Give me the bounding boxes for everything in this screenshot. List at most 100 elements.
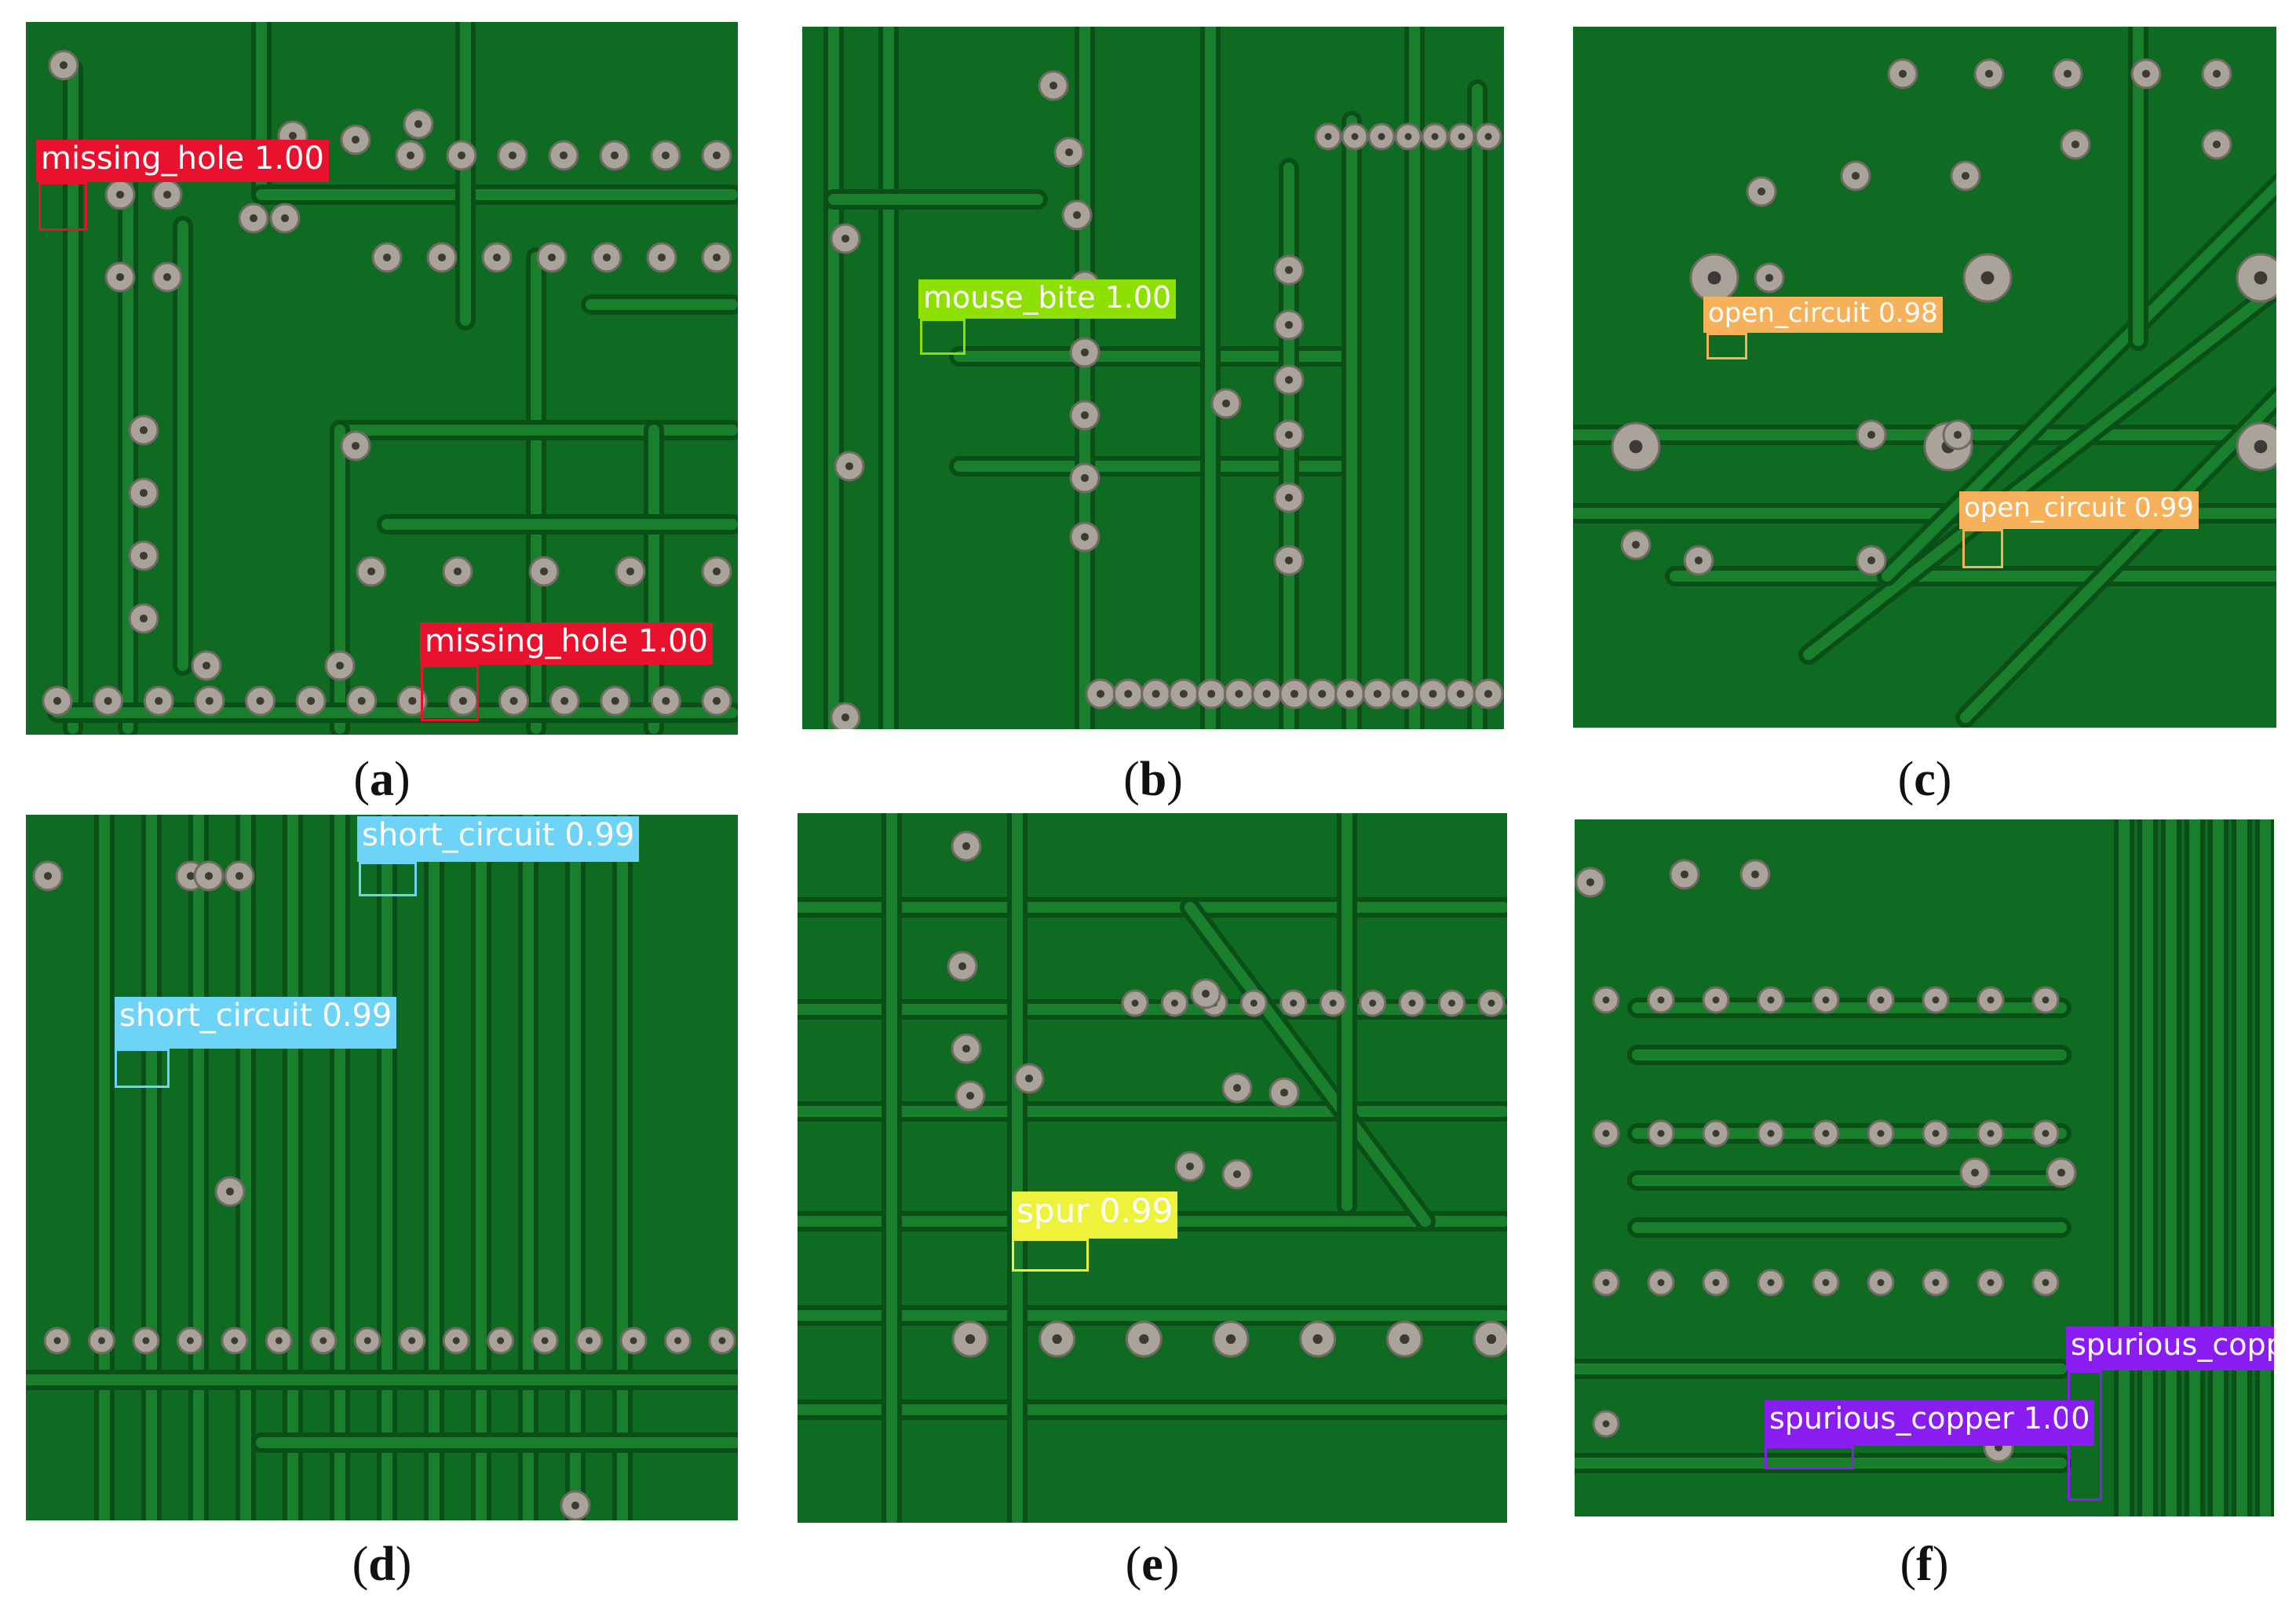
solder-pad bbox=[1922, 1268, 1950, 1297]
solder-pad bbox=[531, 1327, 559, 1355]
solder-pad bbox=[346, 685, 378, 717]
caption-c: (c) bbox=[1897, 753, 1952, 806]
solder-pad bbox=[1362, 678, 1393, 710]
solder-pad bbox=[664, 1327, 692, 1355]
solder-pad bbox=[708, 1327, 736, 1355]
detection-box bbox=[115, 1049, 170, 1088]
pcb-image-e bbox=[798, 813, 1507, 1523]
solder-pad bbox=[1647, 1119, 1675, 1148]
pcb-image-d bbox=[26, 815, 738, 1520]
solder-pad bbox=[1174, 1151, 1206, 1182]
solder-pad bbox=[830, 223, 861, 254]
detection-box bbox=[421, 665, 479, 721]
solder-pad bbox=[442, 1327, 470, 1355]
detection-box bbox=[38, 182, 87, 231]
solder-pad bbox=[548, 140, 579, 171]
detection-label: spur 0.99 bbox=[1012, 1192, 1178, 1239]
caption-e: (e) bbox=[1125, 1538, 1180, 1591]
solder-pad bbox=[353, 1327, 381, 1355]
solder-pad bbox=[2031, 1119, 2060, 1148]
solder-pad bbox=[48, 49, 79, 81]
solder-pad bbox=[395, 140, 426, 171]
solder-pad bbox=[1702, 1268, 1730, 1297]
solder-pad bbox=[1887, 58, 1918, 89]
solder-pad bbox=[128, 414, 159, 446]
solder-pad bbox=[1683, 545, 1714, 576]
solder-pad bbox=[528, 556, 560, 587]
solder-pad bbox=[2236, 421, 2276, 472]
solder-pad bbox=[1757, 1119, 1785, 1148]
solder-pad bbox=[1977, 986, 2005, 1014]
solder-pad bbox=[1251, 678, 1283, 710]
solder-pad bbox=[1611, 421, 1661, 472]
solder-pad bbox=[1319, 989, 1347, 1017]
solder-pad bbox=[221, 1327, 249, 1355]
solder-pad bbox=[2052, 58, 2083, 89]
solder-pad bbox=[2060, 129, 2091, 160]
solder-pad bbox=[224, 860, 255, 892]
detection-box bbox=[2068, 1370, 2102, 1501]
solder-pad bbox=[295, 685, 327, 717]
solder-pad bbox=[87, 1327, 115, 1355]
solder-pad bbox=[1417, 678, 1448, 710]
copper-trace bbox=[1882, 179, 2276, 582]
solder-pad bbox=[600, 685, 631, 717]
solder-pad bbox=[1867, 986, 1895, 1014]
solder-pad bbox=[1085, 678, 1116, 710]
panel-b: mouse_bite 1.00 bbox=[802, 27, 1504, 729]
solder-pad bbox=[1273, 545, 1305, 576]
solder-pad bbox=[2201, 129, 2232, 160]
solder-pad bbox=[1141, 678, 1172, 710]
solder-pad bbox=[1359, 989, 1387, 1017]
solder-pad bbox=[1757, 1268, 1785, 1297]
solder-pad bbox=[701, 556, 732, 587]
solder-pad bbox=[1746, 176, 1777, 207]
solder-pad bbox=[1922, 986, 1950, 1014]
solder-pad bbox=[1942, 419, 1973, 451]
solder-pad bbox=[1299, 1320, 1337, 1358]
detection-label: open_circuit 0.98 bbox=[1703, 297, 1943, 333]
detection-label: missing_hole 1.00 bbox=[36, 140, 329, 182]
solder-pad bbox=[1389, 678, 1421, 710]
solder-pad bbox=[191, 650, 222, 681]
detection-label: spurious_coppe bbox=[2066, 1327, 2274, 1370]
solder-pad bbox=[560, 1490, 591, 1520]
solder-pad bbox=[1473, 678, 1504, 710]
copper-trace bbox=[1960, 391, 2276, 723]
solder-pad bbox=[1812, 1119, 1840, 1148]
solder-pad bbox=[1867, 1268, 1895, 1297]
solder-pad bbox=[1421, 122, 1449, 151]
solder-pad bbox=[1867, 1119, 1895, 1148]
pcb-drawing bbox=[1573, 27, 2276, 728]
solder-pad bbox=[498, 685, 530, 717]
solder-pad bbox=[340, 124, 371, 155]
solder-pad bbox=[1223, 678, 1254, 710]
solder-pad bbox=[371, 242, 403, 273]
solder-pad bbox=[615, 556, 646, 587]
solder-pad bbox=[1689, 253, 1739, 303]
solder-pad bbox=[2130, 58, 2162, 89]
solder-pad bbox=[1754, 262, 1785, 294]
solder-pad bbox=[1592, 986, 1620, 1014]
copper-trace bbox=[1803, 281, 2276, 660]
detection-box bbox=[1706, 333, 1747, 359]
solder-pad bbox=[104, 261, 136, 293]
panel-a: missing_hole 1.00 missing_hole 1.00 bbox=[26, 22, 738, 735]
caption-b: (b) bbox=[1123, 753, 1183, 806]
solder-pad bbox=[1279, 678, 1310, 710]
solder-pad bbox=[93, 685, 124, 717]
solder-pad bbox=[42, 685, 73, 717]
solder-pad bbox=[947, 951, 978, 982]
detection-label: missing_hole 1.00 bbox=[420, 622, 713, 665]
solder-pad bbox=[1061, 199, 1093, 231]
solder-pad bbox=[176, 1327, 204, 1355]
solder-pad bbox=[650, 140, 681, 171]
pcb-image-a bbox=[26, 22, 738, 735]
solder-pad bbox=[446, 140, 477, 171]
panel-e: spur 0.99 bbox=[798, 813, 1507, 1523]
solder-pad bbox=[1367, 122, 1396, 151]
solder-pad bbox=[497, 140, 528, 171]
solder-pad bbox=[1647, 986, 1675, 1014]
solder-pad bbox=[1069, 462, 1101, 494]
solder-pad bbox=[650, 685, 681, 717]
